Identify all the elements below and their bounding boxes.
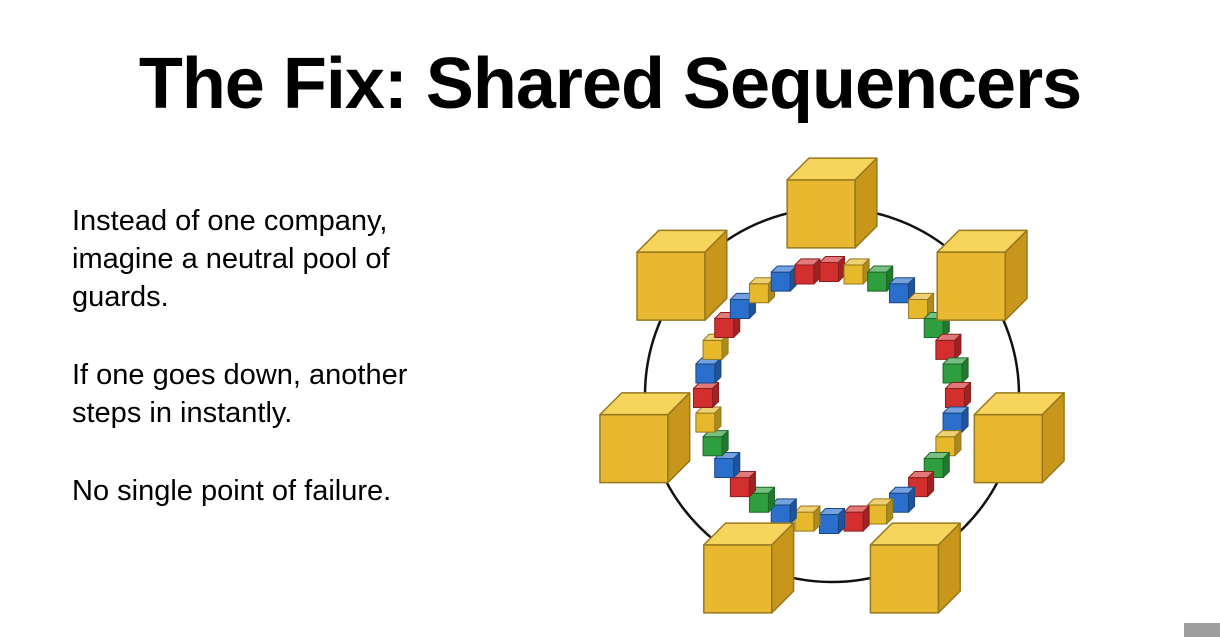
small-cube — [935, 430, 962, 457]
paragraph-pool: Instead of one company, imagine a neutra… — [72, 202, 492, 316]
small-cube — [942, 406, 969, 433]
small-cube — [843, 505, 870, 532]
inner-cube-ring — [692, 255, 972, 535]
paragraph-failover: If one goes down, another steps in insta… — [72, 356, 492, 432]
corner-tab — [1184, 623, 1220, 637]
small-cube — [702, 430, 729, 457]
small-cube — [695, 357, 722, 384]
small-cube — [818, 507, 846, 535]
sequencer-cube — [703, 522, 795, 614]
small-cube — [944, 381, 972, 409]
text-line: steps in instantly. — [72, 397, 293, 429]
small-cube — [770, 498, 797, 525]
small-cube — [942, 357, 969, 384]
small-cube — [867, 498, 894, 525]
body-text: Instead of one company, imagine a neutra… — [72, 202, 492, 550]
small-cube — [935, 333, 962, 360]
small-cube — [794, 258, 821, 285]
slide-title: The Fix: Shared Sequencers — [138, 44, 1082, 124]
shared-sequencer-diagram — [599, 157, 1065, 614]
small-cube — [794, 505, 821, 532]
sequencer-nodes — [599, 157, 1065, 614]
small-cube — [695, 406, 722, 433]
sequencer-cube — [973, 392, 1065, 484]
small-cube — [692, 381, 720, 409]
text-line: guards. — [72, 281, 169, 313]
small-cube — [888, 277, 916, 304]
text-line: Instead of one company, — [72, 205, 388, 237]
sequencer-cube — [936, 229, 1028, 321]
small-cube — [748, 486, 776, 513]
small-cube — [843, 258, 870, 285]
sequencer-cube — [869, 522, 961, 614]
text-line: No single point of failure. — [72, 475, 392, 507]
text-line: imagine a neutral pool of — [72, 243, 390, 275]
small-cube — [818, 255, 846, 283]
small-cube — [867, 265, 894, 292]
text-line: If one goes down, another — [72, 359, 408, 391]
sequencer-cube — [636, 229, 728, 321]
sequencer-cube — [786, 157, 878, 249]
small-cube — [770, 265, 797, 292]
paragraph-no-spof: No single point of failure. — [72, 472, 492, 510]
sequencer-cube — [599, 392, 691, 484]
